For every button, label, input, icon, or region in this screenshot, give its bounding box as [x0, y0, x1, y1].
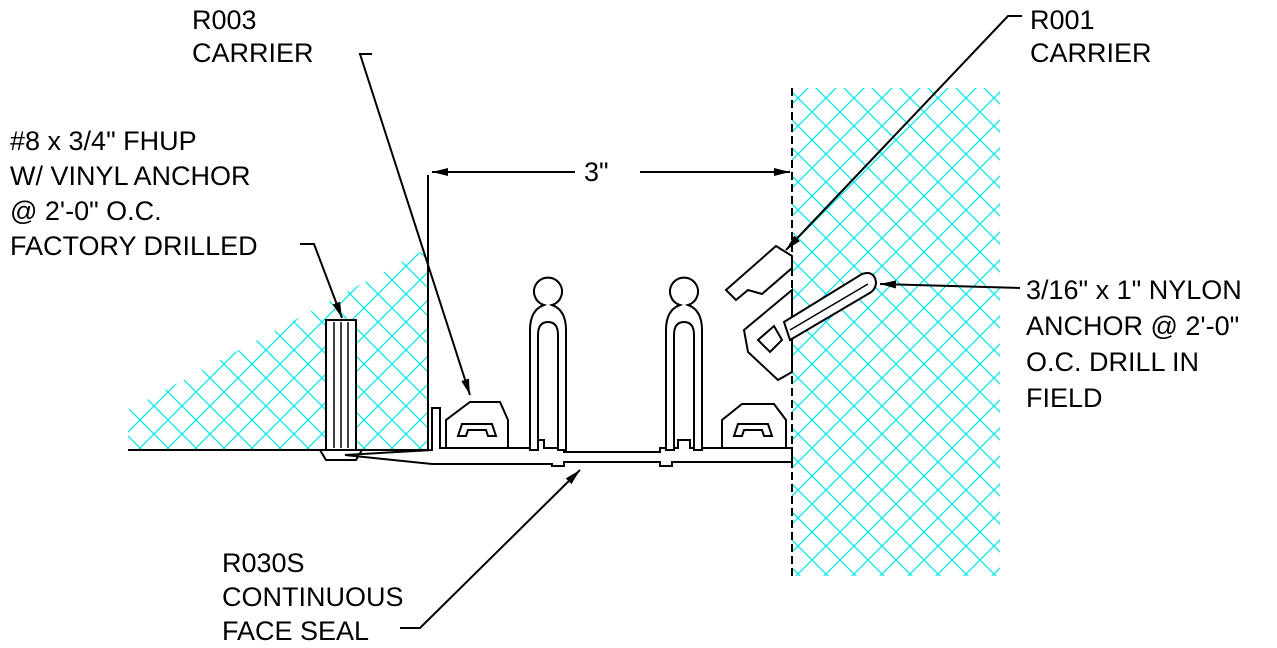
- leader-nylon: [879, 280, 1021, 289]
- label-seal-line2: CONTINUOUS: [222, 582, 404, 612]
- label-nylon-line1: 3/16" x 1" NYLON: [1026, 275, 1242, 305]
- label-seal: R030S CONTINUOUS FACE SEAL: [222, 546, 404, 648]
- label-r001: R001 CARRIER: [1030, 4, 1152, 70]
- nylon-anchor-icon: [782, 272, 878, 342]
- label-r003-line2: CARRIER: [192, 38, 314, 68]
- leader-screw: [300, 243, 343, 319]
- label-screw-line2: W/ VINYL ANCHOR: [10, 161, 251, 191]
- leader-lines: [300, 15, 1022, 629]
- r001-carrier-profile: [724, 244, 793, 382]
- right-carrier-profile: [721, 403, 787, 449]
- label-r003-line1: R003: [192, 5, 257, 35]
- label-nylon-line3: O.C. DRILL IN: [1026, 347, 1200, 377]
- label-r001-line2: CARRIER: [1030, 38, 1152, 68]
- left-substrate-hatch: [128, 248, 428, 450]
- leader-r001: [785, 15, 1022, 251]
- leader-seal: [400, 469, 581, 629]
- label-screw: #8 x 3/4" FHUP W/ VINYL ANCHOR @ 2'-0" O…: [10, 124, 258, 264]
- label-nylon-line2: ANCHOR @ 2'-0": [1026, 311, 1240, 341]
- right-substrate-hatch: [792, 88, 1000, 576]
- label-r001-line1: R001: [1030, 5, 1095, 35]
- label-seal-line1: R030S: [222, 548, 305, 578]
- label-screw-line1: #8 x 3/4" FHUP: [10, 126, 197, 156]
- label-screw-line3: @ 2'-0" O.C.: [10, 196, 162, 226]
- dimension-label: 3": [578, 157, 615, 187]
- label-nylon-line4: FIELD: [1026, 383, 1103, 413]
- label-screw-line4: FACTORY DRILLED: [10, 231, 258, 261]
- r003-carrier-profile: [445, 401, 509, 449]
- label-r003: R003 CARRIER: [192, 4, 314, 70]
- label-nylon: 3/16" x 1" NYLON ANCHOR @ 2'-0" O.C. DRI…: [1026, 272, 1242, 416]
- leader-r003: [358, 53, 471, 396]
- vinyl-anchor-icon: [318, 319, 364, 461]
- label-seal-line3: FACE SEAL: [222, 616, 370, 646]
